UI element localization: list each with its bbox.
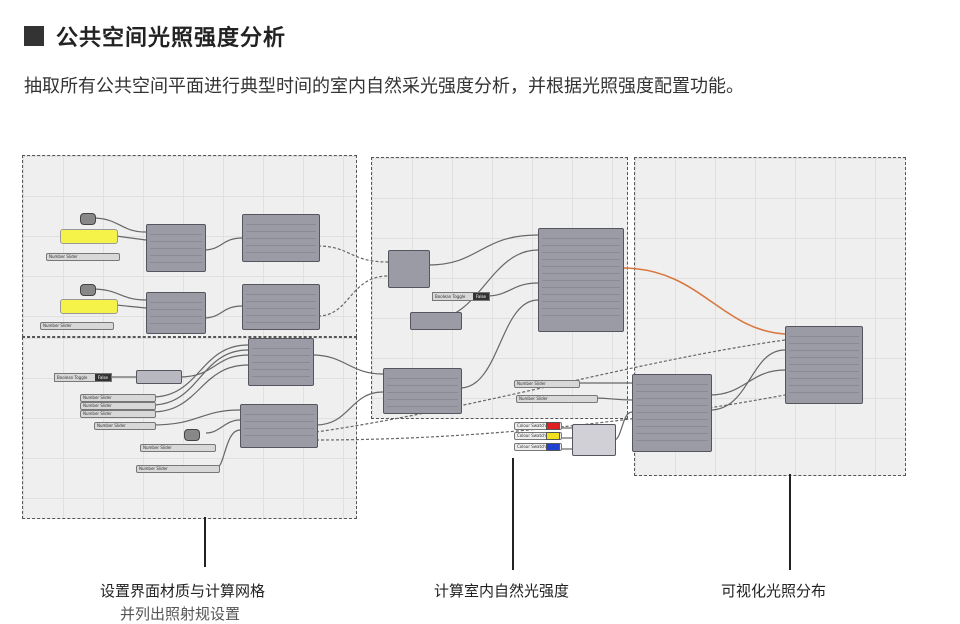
number-slider[interactable]: Number Slider (514, 380, 580, 388)
wire (485, 282, 539, 297)
daylight-recipe-component[interactable] (383, 368, 462, 414)
test-points-component[interactable] (240, 404, 318, 448)
merge-component[interactable] (388, 250, 430, 288)
hb-zone-component[interactable] (242, 214, 320, 262)
wire (203, 305, 243, 319)
wire (613, 411, 633, 441)
hb-zone-component[interactable] (242, 284, 320, 330)
toggle-value: False (473, 293, 489, 300)
number-slider[interactable]: Number Slider (516, 395, 598, 403)
text-panel[interactable] (60, 229, 118, 244)
number-slider[interactable]: Number Slider (46, 253, 120, 261)
wire (151, 349, 249, 406)
legend-parameters-component[interactable] (632, 374, 712, 452)
wire (593, 397, 633, 401)
number-slider[interactable]: Number Slider (80, 410, 156, 418)
wire (311, 354, 384, 375)
page-title: 公共空间光照强度分析 (56, 26, 287, 51)
wire (317, 275, 389, 317)
wire (459, 299, 539, 389)
boolean-toggle[interactable]: Boolean Toggle False (54, 373, 112, 382)
colour-swatch[interactable]: Colour Swatch (514, 422, 562, 430)
sky-component[interactable] (136, 370, 182, 384)
swatch-label: Colour Swatch (517, 444, 546, 449)
text-panel[interactable] (60, 299, 118, 314)
section-heading: 公共空间光照强度分析 (24, 20, 286, 52)
slider-label: Number Slider (83, 403, 112, 408)
colour-swatch[interactable]: Colour Swatch (514, 432, 562, 440)
material-component[interactable] (146, 292, 206, 334)
recolor-mesh-component[interactable] (785, 326, 863, 404)
wire (91, 288, 147, 301)
caption-pointer (512, 458, 514, 570)
wire (709, 369, 786, 396)
wire (709, 349, 786, 411)
gate-icon[interactable] (80, 284, 96, 296)
wire (115, 235, 147, 241)
colour-swatch[interactable]: Colour Swatch (514, 443, 562, 451)
caption-material-grid: 设置界面材质与计算网格 (100, 582, 266, 600)
wire-highlight (621, 267, 786, 335)
toggle-value: False (95, 374, 111, 381)
slider-label: Number Slider (139, 466, 168, 471)
wire (203, 237, 243, 251)
swatch-label: Colour Swatch (517, 433, 546, 438)
slider-label: Number Slider (97, 423, 126, 428)
gradient-component[interactable] (572, 424, 616, 456)
number-slider[interactable]: Number Slider (80, 402, 156, 410)
number-slider[interactable]: Number Slider (40, 322, 114, 330)
analysis-grid-component[interactable] (248, 338, 314, 386)
slider-label: Number Slider (517, 381, 546, 386)
swatch-yellow (546, 432, 560, 440)
wire (315, 391, 384, 426)
swatch-label: Colour Swatch (517, 423, 546, 428)
toggle-label: Boolean Toggle (435, 294, 466, 299)
caption-truncated: 并列出照射规设置 (120, 605, 241, 623)
swatch-blue (546, 443, 560, 451)
slider-label: Number Slider (83, 395, 112, 400)
wire (151, 344, 249, 398)
number-slider[interactable]: Number Slider (94, 422, 156, 430)
gate-icon[interactable] (80, 213, 96, 225)
toggle-label: Boolean Toggle (57, 375, 88, 380)
number-slider[interactable]: Number Slider (80, 394, 156, 402)
swatch-red (546, 422, 560, 430)
material-component[interactable] (146, 224, 206, 272)
wire (205, 419, 241, 434)
wire (427, 234, 539, 266)
gate-icon[interactable] (184, 429, 200, 441)
boolean-toggle[interactable]: Boolean Toggle False (432, 292, 490, 301)
heading-square-icon (24, 26, 44, 46)
caption-daylight: 计算室内自然光强度 (434, 582, 570, 600)
wire (179, 354, 249, 378)
slider-label: Number Slider (49, 254, 78, 259)
wire (91, 217, 147, 233)
wire (151, 409, 241, 426)
slider-label: Number Slider (43, 323, 72, 328)
number-slider[interactable]: Number Slider (136, 465, 220, 473)
caption-pointer (204, 517, 206, 567)
wire (115, 304, 147, 309)
wire-layer (91, 217, 786, 469)
slider-label: Number Slider (519, 396, 548, 401)
caption-pointer (789, 474, 791, 570)
wire (317, 245, 389, 263)
caption-visualize: 可视化光照分布 (721, 582, 827, 600)
slider-label: Number Slider (143, 445, 172, 450)
number-slider[interactable]: Number Slider (140, 444, 216, 452)
run-daylight-component[interactable] (538, 228, 624, 332)
recipe-component[interactable] (410, 312, 462, 330)
wire (215, 429, 241, 469)
slider-label: Number Slider (83, 411, 112, 416)
wire (151, 364, 249, 413)
page-description: 抽取所有公共空间平面进行典型时间的室内自然采光强度分析，并根据光照强度配置功能。 (24, 76, 744, 97)
